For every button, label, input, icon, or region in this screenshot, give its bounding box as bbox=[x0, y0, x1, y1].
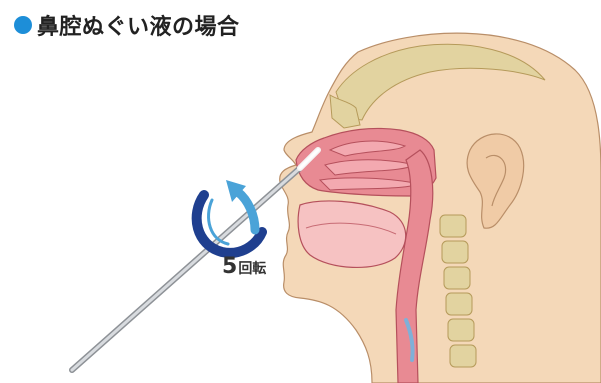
rotation-arrow-icon bbox=[197, 180, 262, 253]
rotation-count: 5 bbox=[222, 254, 237, 279]
rotation-unit: 回転 bbox=[238, 261, 266, 277]
rotation-count-label: 5回転 bbox=[222, 254, 266, 279]
swab bbox=[72, 150, 318, 370]
